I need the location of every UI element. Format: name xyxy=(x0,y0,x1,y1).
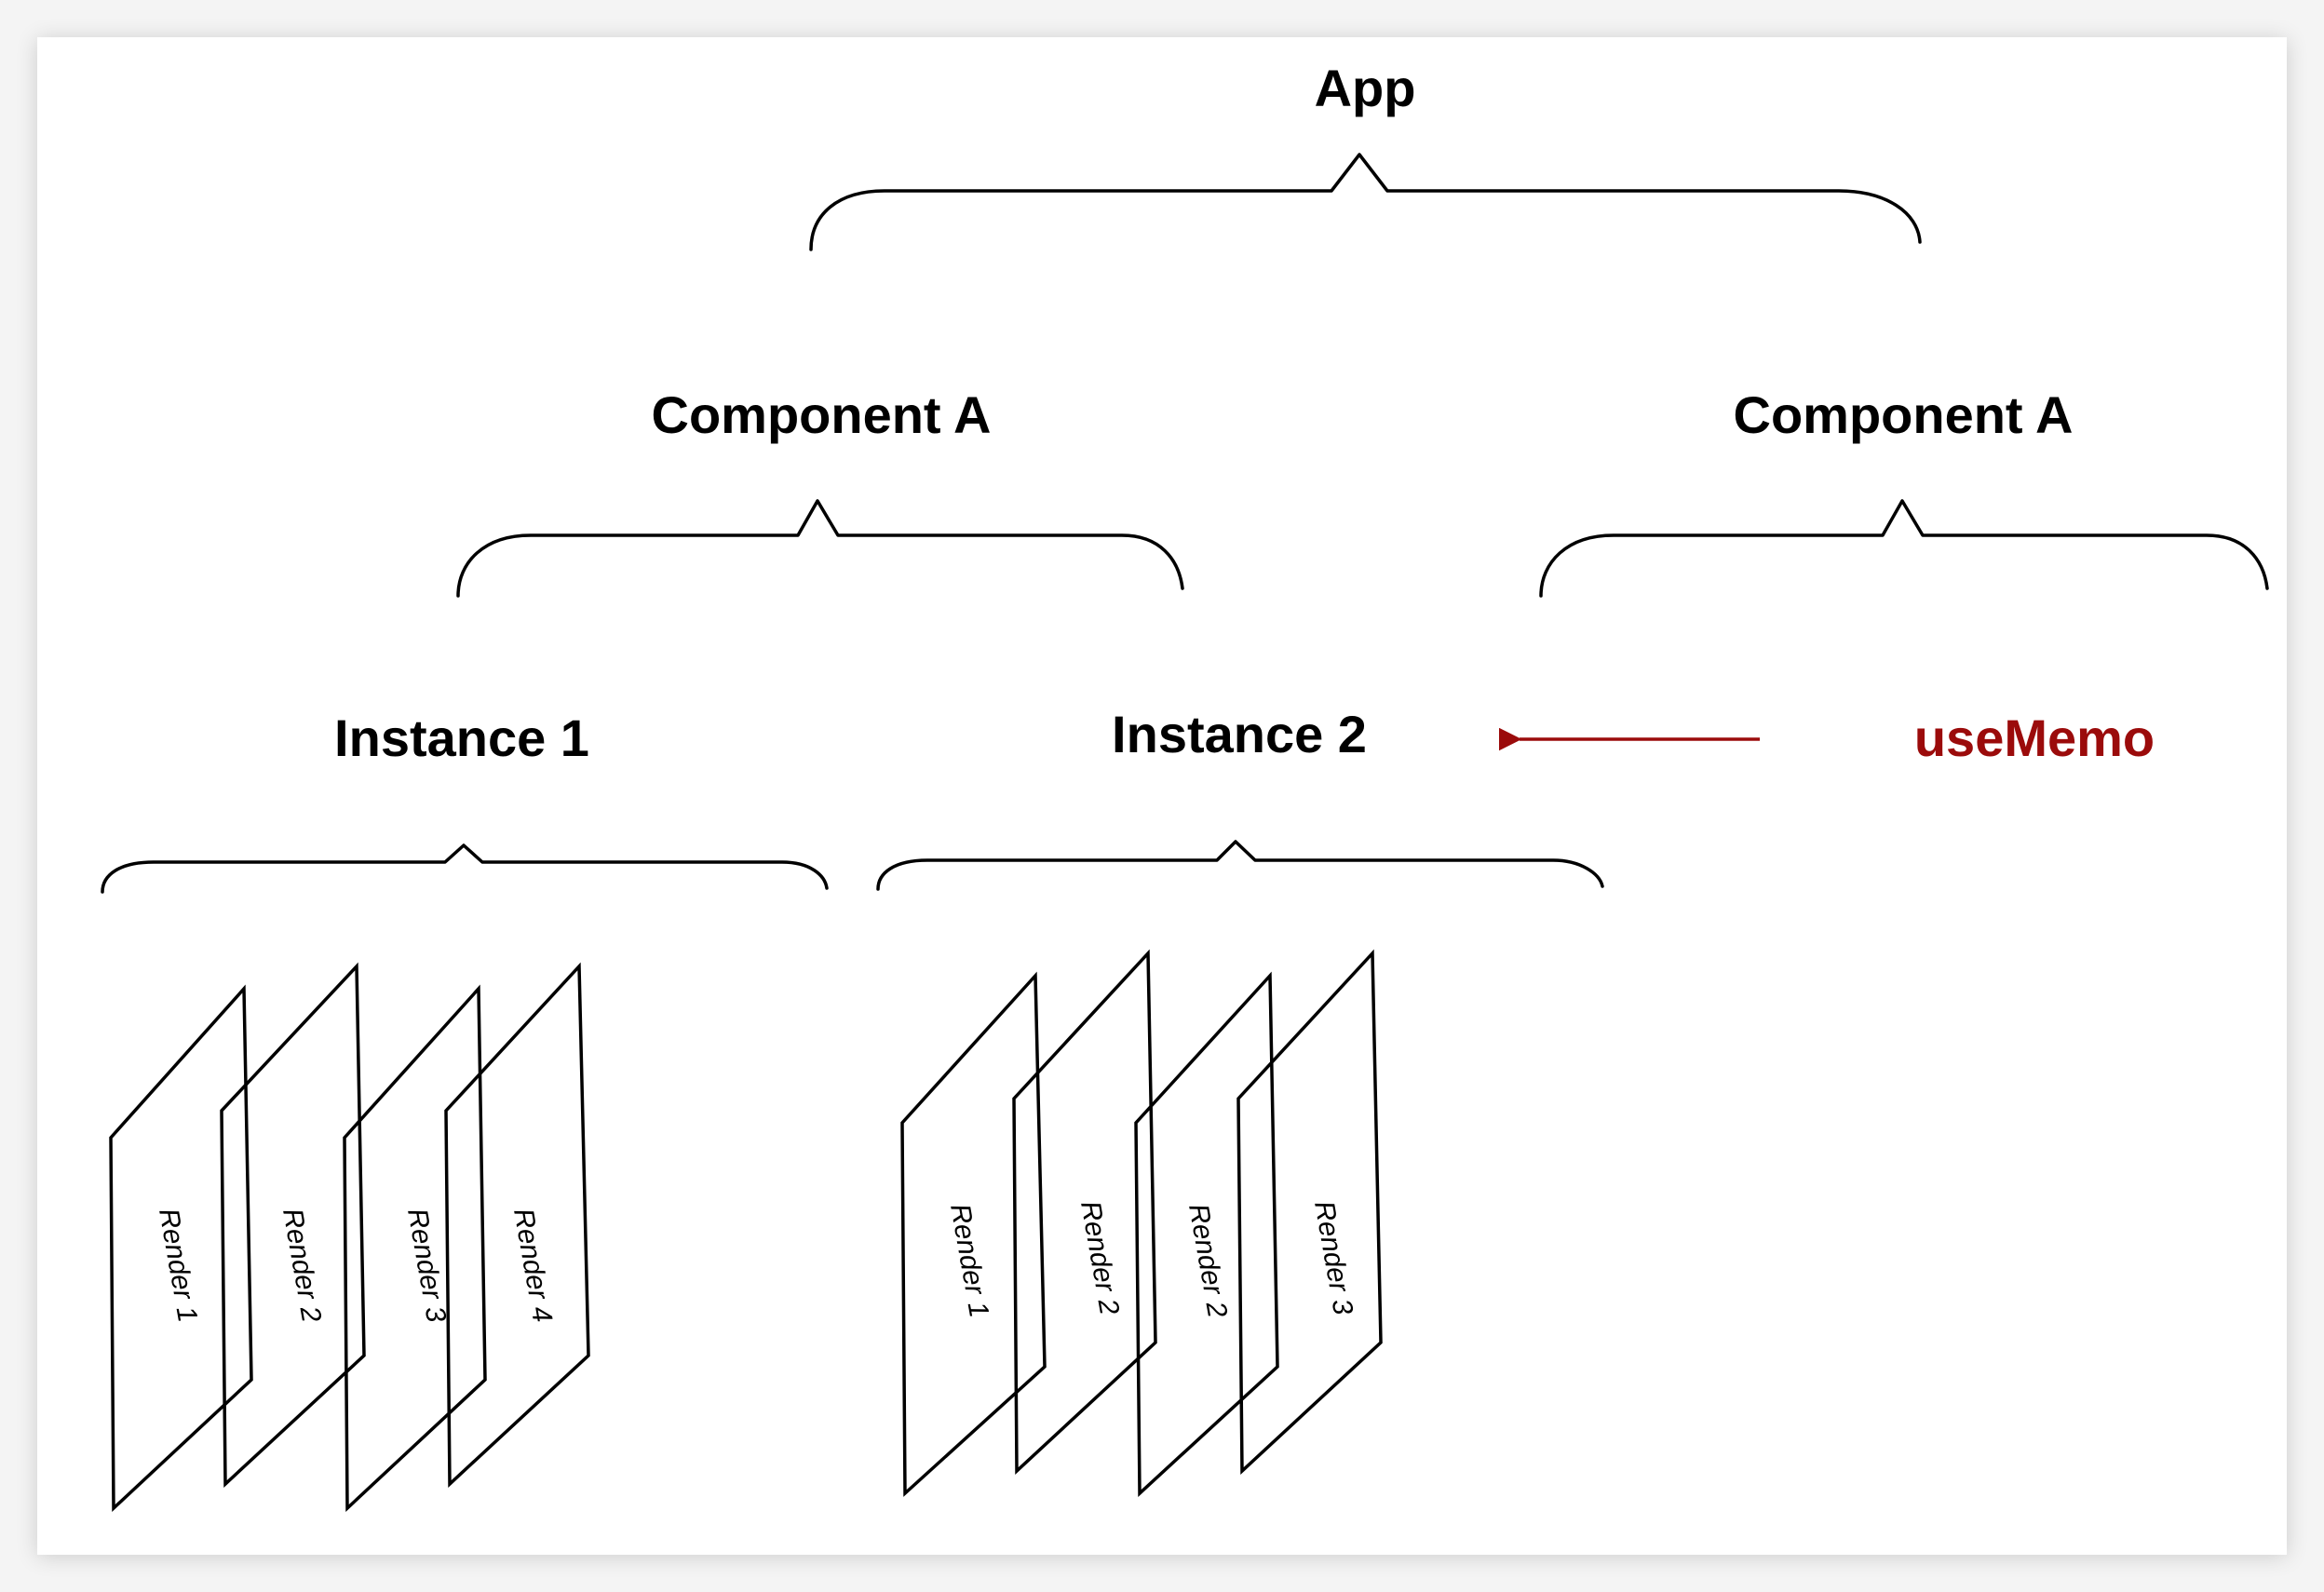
render-label: Render 3 xyxy=(401,1206,452,1325)
component-a-right-brace xyxy=(1539,499,2269,598)
component-a-left-brace xyxy=(456,499,1184,598)
render-frame xyxy=(220,962,366,1488)
instance-1-label: Instance 1 xyxy=(334,708,589,767)
app-brace xyxy=(809,153,1922,251)
instance-1-renders: Render 1 Render 2 Render 3 Render 4 xyxy=(109,962,590,1512)
render-frame xyxy=(900,971,1047,1497)
instance-2-brace xyxy=(876,840,1604,891)
render-frame xyxy=(1012,949,1157,1475)
render-label: Render 2 xyxy=(277,1206,327,1325)
render-label: Render 3 xyxy=(1308,1198,1358,1317)
component-a-right-label: Component A xyxy=(1734,385,2074,444)
instance-2-label: Instance 2 xyxy=(1112,705,1367,763)
render-frame xyxy=(444,962,590,1488)
render-frame xyxy=(1236,949,1383,1475)
instance-1-brace xyxy=(101,843,829,894)
render-label: Render 4 xyxy=(507,1206,558,1324)
render-label: Render 2 xyxy=(1182,1201,1233,1320)
app-label: App xyxy=(1315,59,1416,117)
diagram-card xyxy=(37,37,2287,1555)
component-a-left-label: Component A xyxy=(652,385,992,444)
render-frame xyxy=(109,984,253,1512)
render-frame xyxy=(343,984,487,1512)
render-label: Render 2 xyxy=(1074,1198,1125,1317)
render-label: Render 1 xyxy=(944,1201,994,1319)
instance-2-renders: Render 1 Render 2 Render 2 Render 3 xyxy=(900,949,1383,1497)
usememo-label: useMemo xyxy=(1914,708,2155,767)
render-label: Render 1 xyxy=(153,1206,203,1324)
render-frame xyxy=(1134,971,1279,1497)
